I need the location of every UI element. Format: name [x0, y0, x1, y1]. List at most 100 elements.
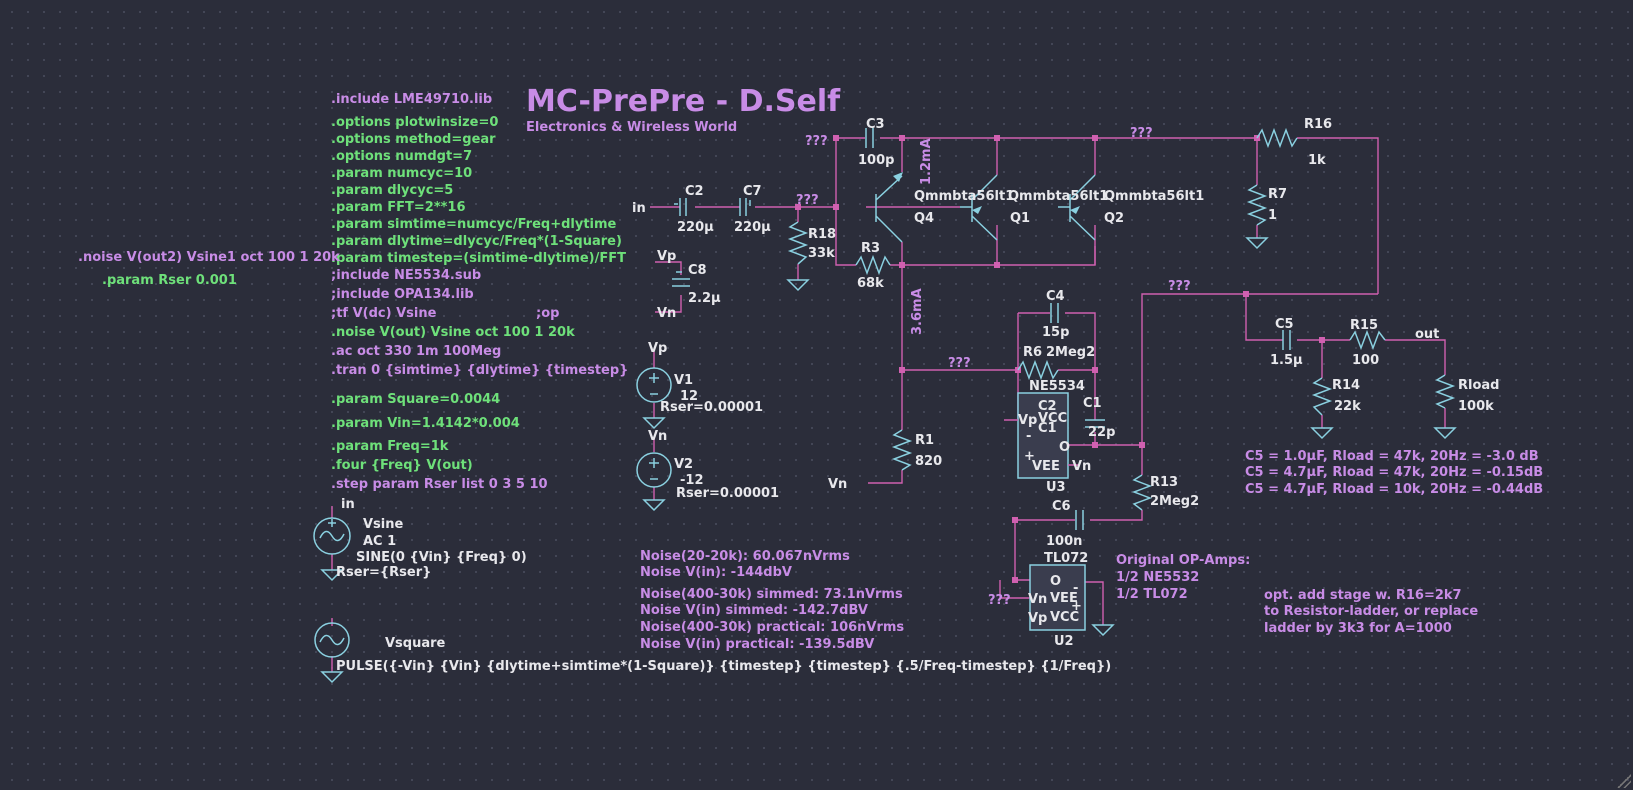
component-labels: C2 220µ C7 220µ C8 2.2µ C3 100p R18 33k …	[677, 117, 1499, 649]
q2-model: Qmmbta56lt1	[1104, 189, 1204, 204]
capacitor-c6[interactable]	[1075, 510, 1084, 530]
directive[interactable]: .param Vin=1.4142*0.004	[331, 416, 520, 431]
voltage-source-v1[interactable]	[636, 367, 672, 403]
voltage-source-vsine[interactable]	[313, 517, 351, 555]
opamp-note: Original OP-Amps:	[1116, 553, 1250, 568]
stage-note: opt. add stage w. R16=2k7	[1264, 588, 1462, 603]
v1-value: 12	[680, 389, 698, 404]
side-directive[interactable]: .noise V(out2) Vsine1 oct 100 1 20k	[78, 250, 340, 265]
vsine-sine: SINE(0 {Vin} {Freq} 0)	[356, 550, 527, 565]
q2-name: Q2	[1104, 211, 1124, 226]
vsquare-pulse: PULSE({-Vin} {Vin} {dlytime+simtime*(1-S…	[336, 659, 1111, 674]
resistor-r6[interactable]	[1017, 359, 1059, 381]
net-label-vn: Vn	[657, 306, 676, 321]
resistor-r14[interactable]	[1311, 377, 1333, 416]
resistor-r16[interactable]	[1256, 127, 1298, 149]
u3-pin-labels: C2 VCC Vp C1 - O + VEE Vn	[1018, 399, 1091, 474]
directive[interactable]: .options method=gear	[331, 132, 496, 147]
r7-value: 1	[1268, 208, 1277, 223]
q1-model: Qmmbta56lt1	[1008, 189, 1108, 204]
capacitor-c7[interactable]	[739, 198, 751, 216]
voltage-source-v2[interactable]	[636, 452, 672, 488]
u3-name: U3	[1046, 480, 1066, 495]
directive[interactable]: .param Square=0.0044	[331, 392, 500, 407]
directive[interactable]: .include LME49710.lib	[331, 92, 492, 107]
net-label-unknown: ???	[805, 134, 828, 149]
resize-grip-icon[interactable]	[1617, 774, 1631, 788]
opamp-u2[interactable]	[1029, 564, 1086, 631]
v2-name: V2	[674, 457, 693, 472]
c6-name: C6	[1052, 499, 1071, 514]
resistor-r13[interactable]	[1131, 474, 1153, 511]
schematic-title: MC-PrePre - D.Self	[526, 84, 841, 119]
opamp-u3[interactable]	[1004, 392, 1092, 479]
noise-note: Noise(400-30k) simmed: 73.1nVrms	[640, 587, 903, 602]
capacitor-c2[interactable]	[674, 198, 687, 216]
v1-rser: Rser=0.00001	[660, 400, 763, 415]
transistor-q4[interactable]	[875, 172, 903, 243]
capacitor-c5[interactable]	[1282, 330, 1291, 350]
directive[interactable]: .step param Rser list 0 3 5 10	[331, 477, 548, 492]
directive[interactable]: .param Freq=1k	[331, 439, 449, 454]
transistor-q1[interactable]	[960, 174, 998, 241]
c2-name: C2	[685, 184, 704, 199]
net-label-in-vsine: in	[341, 497, 355, 512]
resistor-r18[interactable]	[787, 221, 809, 265]
q4-model: Qmmbta56lt1	[914, 189, 1014, 204]
transistor-q2[interactable]	[1058, 174, 1096, 241]
directive[interactable]: ;op	[536, 306, 559, 321]
directive[interactable]: ;tf V(dc) Vsine	[331, 306, 437, 321]
directive[interactable]: .noise V(out) Vsine oct 100 1 20k	[331, 325, 575, 340]
resistor-r7[interactable]	[1246, 184, 1268, 226]
capacitor-c8[interactable]	[672, 271, 690, 287]
r14-value: 22k	[1334, 399, 1361, 414]
directive[interactable]: .param numcyc=10	[331, 166, 472, 181]
r15-name: R15	[1350, 318, 1378, 333]
voltage-source-vsquare[interactable]	[314, 622, 350, 658]
capacitor-c4[interactable]	[1050, 303, 1059, 323]
schematic-subtitle: Electronics & Wireless World	[526, 120, 737, 135]
u3-pin-vcc: VCC	[1038, 411, 1067, 426]
directive[interactable]: .param timestep=(simtime-dlytime)/FFT	[331, 251, 626, 266]
directive[interactable]: ;include OPA134.lib	[331, 287, 474, 302]
directive[interactable]: .param FFT=2**16	[331, 200, 466, 215]
u3-pin-vee: VEE	[1032, 459, 1060, 474]
side-directive[interactable]: .param Rser 0.001	[102, 273, 237, 288]
directive[interactable]: .options plotwinsize=0	[331, 115, 498, 130]
r15-value: 100	[1352, 353, 1379, 368]
noise-note: Noise V(in): -144dbV	[640, 565, 792, 580]
net-label-out: out	[1415, 327, 1439, 342]
u2-name: U2	[1054, 634, 1074, 649]
directive[interactable]: .options numdgt=7	[331, 149, 472, 164]
stage-note: ladder by 3k3 for A=1000	[1264, 621, 1452, 636]
capacitor-c3[interactable]	[865, 128, 874, 148]
c7-value: 220µ	[734, 220, 771, 235]
vsquare-name: Vsquare	[385, 636, 446, 651]
resistor-r1[interactable]	[891, 429, 913, 471]
directive[interactable]: ;include NE5534.sub	[331, 268, 481, 283]
stage-notes: opt. add stage w. R16=2k7 to Resistor-la…	[1264, 588, 1478, 636]
c3-value: 100p	[858, 153, 894, 168]
v1-name: V1	[674, 373, 693, 388]
u3-pin-vn: Vn	[1072, 459, 1091, 474]
directive[interactable]: .param simtime=numcyc/Freq+dlytime	[331, 217, 617, 232]
directive[interactable]: .param dlycyc=5	[331, 183, 453, 198]
capacitor-c1[interactable]	[1085, 419, 1105, 428]
resistor-r15[interactable]	[1349, 329, 1386, 351]
directive[interactable]: .tran 0 {simtime} {dlytime} {timestep}	[331, 363, 628, 378]
noise-note: Noise V(in) simmed: -142.7dBV	[640, 603, 868, 618]
u2-pin-vcc: VCC	[1050, 610, 1079, 625]
directive[interactable]: .param dlytime=dlycyc/Freq*(1-Square)	[331, 234, 622, 249]
r7-name: R7	[1268, 187, 1287, 202]
net-label-unknown: ???	[796, 193, 819, 208]
net-label-unknown: ???	[1130, 126, 1153, 141]
resistor-rload[interactable]	[1434, 374, 1456, 409]
directive[interactable]: .four {Freq} V(out)	[331, 458, 473, 473]
c8-value: 2.2µ	[688, 291, 721, 306]
noise-note: Noise V(in) practical: -139.5dBV	[640, 637, 874, 652]
resistor-r3[interactable]	[855, 254, 891, 276]
directive[interactable]: .ac oct 330 1m 100Meg	[331, 344, 501, 359]
c5-name: C5	[1275, 317, 1294, 332]
